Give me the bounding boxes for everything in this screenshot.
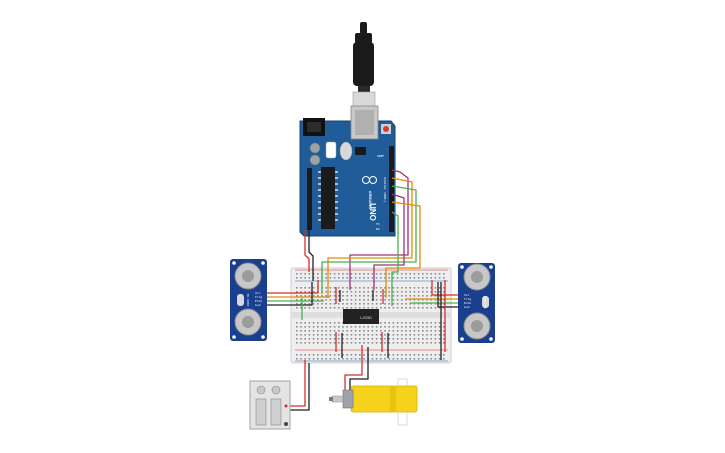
wire-red[interactable] — [431, 280, 458, 296]
wire-green[interactable] — [321, 185, 417, 294]
capacitor — [309, 142, 321, 154]
brand-label: ARDUINO — [368, 191, 373, 210]
wire-red[interactable] — [267, 280, 319, 294]
pin-label: Echo — [464, 301, 471, 305]
model-label: UNO — [368, 203, 377, 221]
pin-label: Gnd — [464, 305, 470, 309]
wire-orange[interactable] — [327, 177, 413, 298]
usb-cable-icon[interactable] — [352, 22, 376, 108]
pin-label: Vcc — [255, 291, 261, 295]
battery-pack-icon[interactable] — [249, 380, 291, 430]
pin-label: Echo — [255, 299, 262, 303]
digital-header[interactable] — [389, 146, 394, 232]
ultrasonic-sensor-right[interactable]: HC-SR04 Vcc Trig Echo Gnd — [458, 263, 495, 343]
wire-green[interactable] — [391, 211, 399, 306]
wire-purple[interactable] — [373, 193, 405, 290]
wire-black[interactable] — [349, 347, 369, 392]
sensor-model-label: HC-SR04 — [483, 295, 487, 308]
motor-driver-chip: L293D — [343, 309, 379, 324]
ultrasonic-sensor-left[interactable]: HC-SR04 Vcc Trig Echo Gnd — [230, 259, 267, 341]
pin-label: Gnd — [255, 303, 261, 307]
wire-black[interactable] — [437, 282, 458, 308]
wire-red[interactable] — [344, 345, 363, 390]
wire-black[interactable] — [288, 363, 310, 411]
pin-label: Vcc — [464, 293, 470, 297]
arduino-uno-board[interactable]: ARDUINO UNO AREF DIGITAL (PWM~) TX RX — [299, 105, 396, 237]
rx-label: RX — [376, 227, 380, 231]
pin-label: Trig — [255, 295, 262, 299]
power-header[interactable] — [307, 168, 312, 230]
wire-purple[interactable] — [349, 169, 409, 290]
digital-label: DIGITAL (PWM~) — [383, 177, 387, 202]
tx-label: TX — [376, 222, 380, 226]
wire-orange[interactable] — [385, 201, 421, 298]
wire-black[interactable] — [308, 230, 314, 281]
chip-label: L293D — [360, 315, 372, 320]
wire-red[interactable] — [288, 360, 306, 407]
wire-red[interactable] — [304, 230, 310, 272]
aref-label: AREF — [377, 154, 384, 158]
wires[interactable] — [267, 169, 458, 411]
pin-label: Trig — [464, 297, 471, 301]
arduino-logo-icon — [362, 176, 377, 184]
atmega-chip — [321, 167, 335, 229]
dc-motor-icon[interactable] — [329, 378, 418, 426]
wire-black[interactable] — [267, 282, 313, 306]
sensor-model-label: HC-SR04 — [246, 294, 250, 307]
capacitor — [309, 154, 321, 166]
